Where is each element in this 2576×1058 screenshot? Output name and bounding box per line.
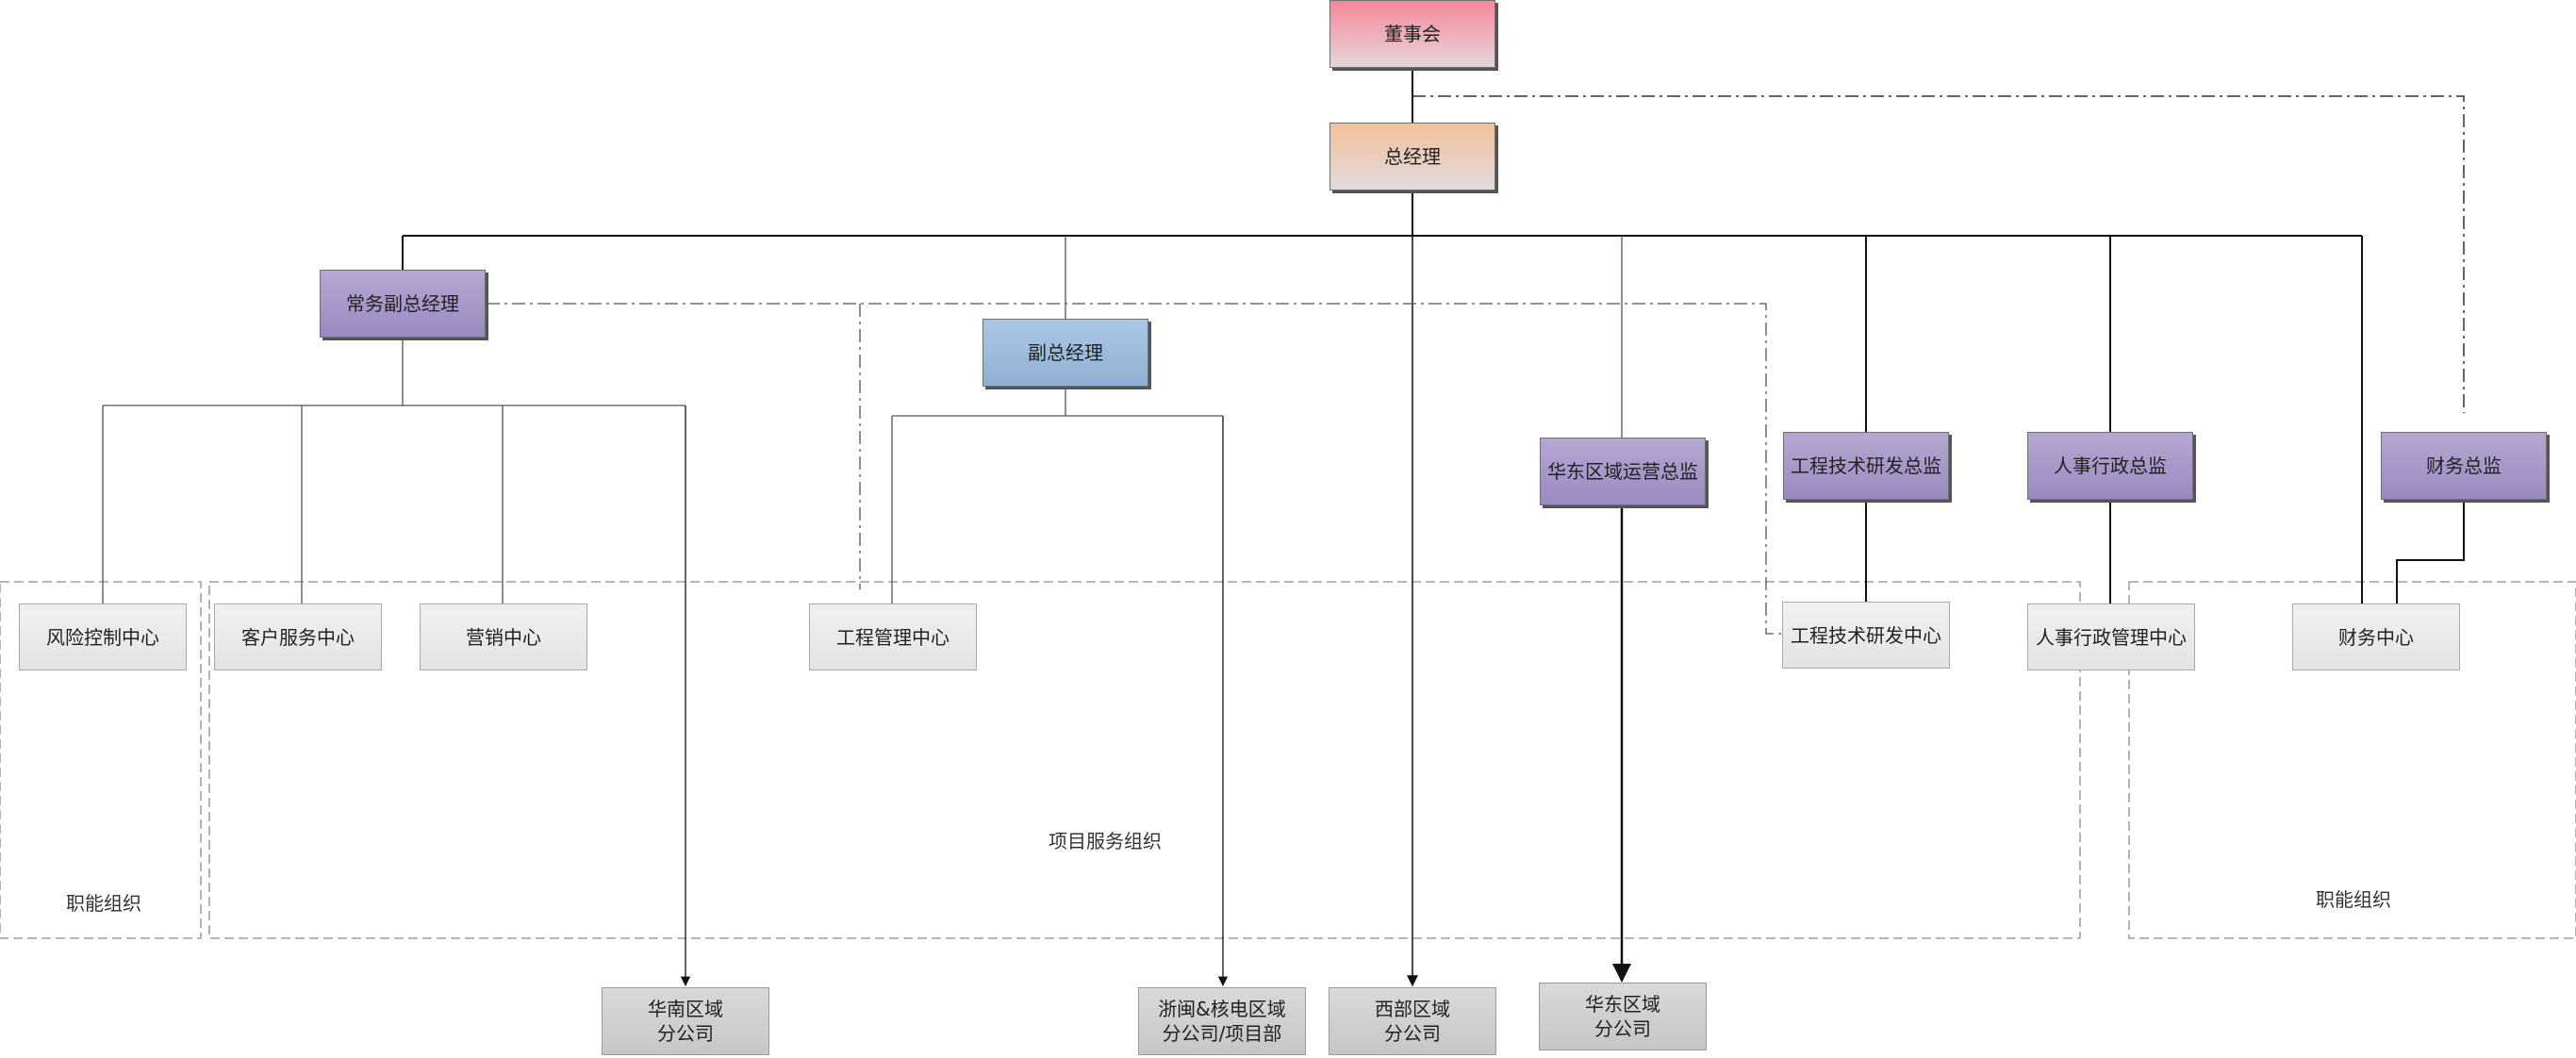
node-west-line2: 分公司 xyxy=(1384,1022,1441,1045)
group-label-functional-left: 职能组织 xyxy=(66,892,141,915)
node-east-branch: 华东区域 分公司 xyxy=(1539,983,1707,1050)
node-zhemin-branch: 浙闽&核电区域 分公司/项目部 xyxy=(1138,987,1306,1055)
node-east-line1: 华东区域 xyxy=(1585,993,1660,1016)
group-box-project-service xyxy=(208,581,2081,939)
node-engdir-label: 工程技术研发总监 xyxy=(1791,455,1941,477)
node-eastops-label: 华东区域运营总监 xyxy=(1547,460,1698,483)
node-gm-label: 总经理 xyxy=(1384,145,1441,168)
node-east-ops-director: 华东区域运营总监 xyxy=(1540,438,1706,505)
group-box-functional-right xyxy=(2128,581,2576,939)
node-south-branch: 华南区域 分公司 xyxy=(602,987,769,1055)
node-vp-label: 副总经理 xyxy=(1028,341,1103,364)
node-west-branch: 西部区域 分公司 xyxy=(1329,987,1496,1055)
node-eng-management-center: 工程管理中心 xyxy=(809,603,977,670)
group-box-functional-left xyxy=(0,581,202,939)
node-zm-line1: 浙闽&核电区域 xyxy=(1158,998,1286,1020)
group-label-project-service: 项目服务组织 xyxy=(1049,830,1162,852)
node-marketing-center: 营销中心 xyxy=(420,603,587,670)
dashdot-execvp-engmgmt xyxy=(487,303,1782,635)
node-board: 董事会 xyxy=(1329,0,1495,68)
node-cs-label: 客户服务中心 xyxy=(241,625,355,649)
node-marketing-label: 营销中心 xyxy=(466,625,541,649)
node-executive-vp: 常务副总经理 xyxy=(320,270,486,338)
node-east-line2: 分公司 xyxy=(1594,1017,1651,1040)
group-label-functional-right: 职能组织 xyxy=(2316,888,2391,911)
node-finance-center: 财务中心 xyxy=(2292,603,2460,670)
node-finance-director: 财务总监 xyxy=(2381,432,2547,500)
node-hrdir-label: 人事行政总监 xyxy=(2054,455,2167,477)
node-general-manager: 总经理 xyxy=(1329,123,1495,190)
node-hr-director: 人事行政总监 xyxy=(2027,432,2193,500)
node-findir-label: 财务总监 xyxy=(2426,455,2502,477)
node-zm-line2: 分公司/项目部 xyxy=(1162,1022,1282,1045)
node-fincenter-label: 财务中心 xyxy=(2338,625,2414,649)
line-findir-fincenter xyxy=(2396,500,2465,603)
node-engmgmt-label: 工程管理中心 xyxy=(836,625,949,649)
node-south-line2: 分公司 xyxy=(657,1022,714,1045)
node-execvp-label: 常务副总经理 xyxy=(346,292,459,315)
node-west-line1: 西部区域 xyxy=(1375,998,1450,1020)
node-risk-label: 风险控制中心 xyxy=(46,625,159,649)
node-hr-admin-center: 人事行政管理中心 xyxy=(2027,603,2195,670)
node-vp: 副总经理 xyxy=(983,319,1148,387)
node-engrd-label: 工程技术研发中心 xyxy=(1791,623,1941,647)
node-eng-rd-center: 工程技术研发中心 xyxy=(1782,602,1950,669)
node-south-line1: 华南区域 xyxy=(648,998,723,1020)
node-board-label: 董事会 xyxy=(1384,23,1441,45)
node-hrcenter-label: 人事行政管理中心 xyxy=(2036,625,2187,649)
node-risk-control-center: 风险控制中心 xyxy=(19,603,187,670)
dashdot-board-findir xyxy=(1412,95,2465,413)
node-eng-rd-director: 工程技术研发总监 xyxy=(1783,432,1949,500)
node-customer-service-center: 客户服务中心 xyxy=(214,603,382,670)
